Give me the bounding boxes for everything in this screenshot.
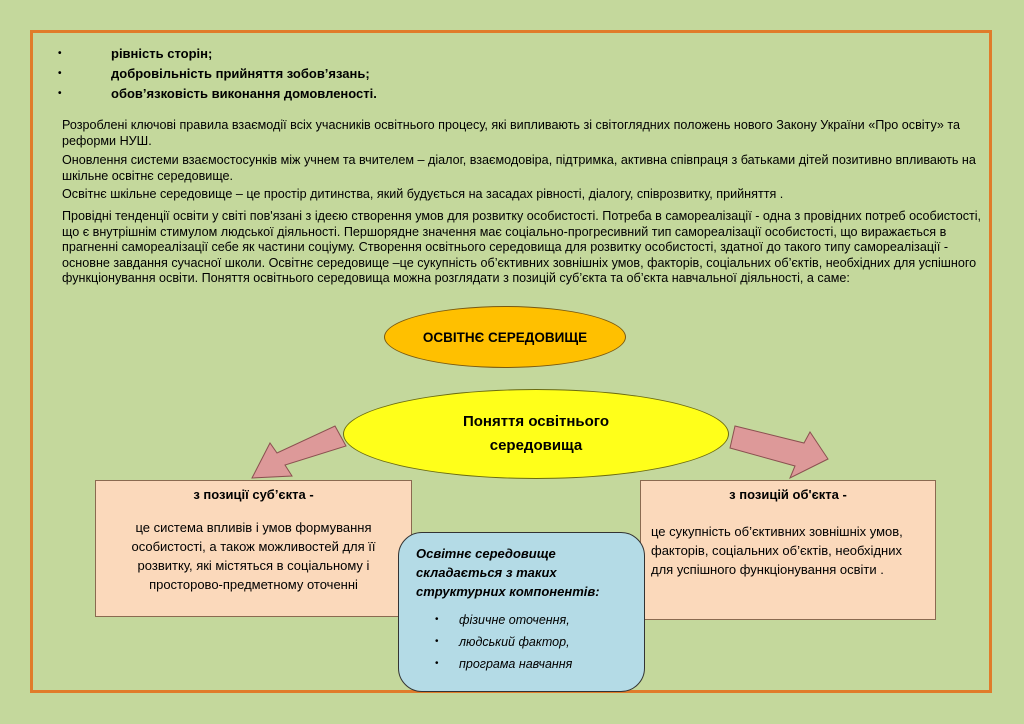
list-item: • людський фактор, bbox=[399, 631, 644, 653]
paragraph-environment: Освітнє шкільне середовище – це простір … bbox=[62, 187, 784, 201]
object-box-body: це сукупність об’єктивних зовнішніх умов… bbox=[651, 524, 903, 577]
list-item: •фізичне оточення, bbox=[399, 609, 644, 631]
center-label-line2: середовища bbox=[489, 437, 583, 454]
bullet-icon: • bbox=[58, 68, 62, 79]
concept-ellipse: Поняття освітнього середовища bbox=[343, 389, 729, 479]
subject-position-box: з позиції суб’єкта - це система впливів … bbox=[95, 480, 412, 617]
bullet-icon: • bbox=[58, 48, 62, 59]
paragraph-rules: Розроблені ключові правила взаємодії всі… bbox=[62, 118, 961, 148]
paragraph-trends: Провідні тенденції освіти у світі пов'яз… bbox=[62, 209, 982, 285]
components-title: Освітнє середовище складається з таких с… bbox=[416, 546, 600, 599]
bullet-icon: • bbox=[58, 88, 62, 99]
object-position-box: з позицій об'єкта - це сукупність об’єкт… bbox=[640, 480, 936, 620]
object-box-header: з позицій об'єкта - bbox=[729, 487, 847, 502]
list-item: •програма навчання bbox=[399, 653, 644, 675]
bullet-icon: • bbox=[435, 636, 439, 647]
top-label: ОСВІТНЄ СЕРЕДОВИЩЕ bbox=[422, 329, 588, 345]
educational-environment-ellipse: ОСВІТНЄ СЕРЕДОВИЩЕ bbox=[384, 306, 626, 368]
bullet-icon: • bbox=[435, 614, 439, 625]
paragraph-relations: Оновлення системи взаємостосунків між уч… bbox=[62, 153, 976, 183]
bullet-icon: • bbox=[435, 658, 439, 669]
center-label-line1: Поняття освітнього bbox=[462, 413, 610, 430]
subject-box-body: це система впливів і умов формування осо… bbox=[131, 520, 376, 592]
components-box: Освітнє середовище складається з таких с… bbox=[398, 532, 645, 692]
subject-box-header: з позиції суб’єкта - bbox=[193, 487, 314, 502]
components-list: •фізичне оточення, • людський фактор, •п… bbox=[399, 609, 644, 675]
